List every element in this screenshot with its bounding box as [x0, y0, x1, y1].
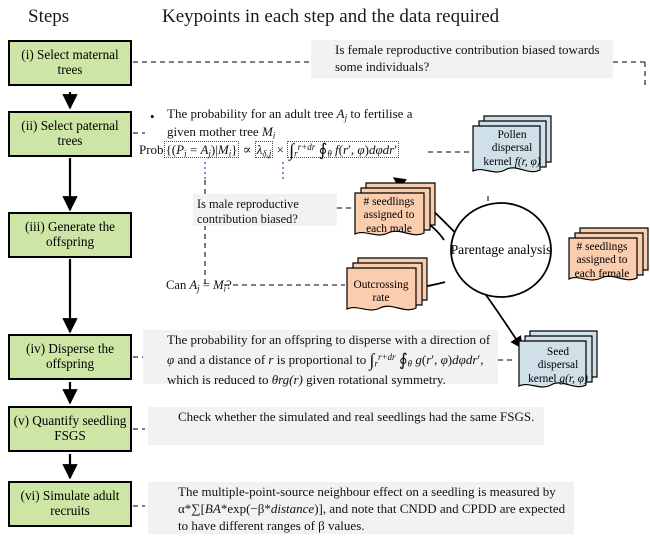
keypoint-ii-line: The probability for an adult tree Aj to …: [167, 106, 413, 141]
step-label-v: (v) Quantify seedling FSGS: [13, 413, 127, 443]
equation-term-droplines: [204, 162, 284, 180]
keypoint-text-i: Is female reproductive contribution bias…: [311, 40, 613, 78]
keypoint-text-vi: The multiple-point-source neighbour effe…: [148, 482, 574, 534]
step-label-i: (i) Select maternal trees: [21, 47, 119, 77]
step-label-vi: (vi) Simulate adult recruits: [20, 488, 120, 518]
annotation-male-bias: Is male reproductive contribution biased…: [193, 194, 337, 226]
can-aj-equal-mi-leaders: [204, 180, 345, 286]
annotation-can-aj-equal-mi: Can Aj = Mi?: [166, 278, 232, 294]
step-box-iii[interactable]: (iii) Generate the offspring: [8, 212, 132, 258]
column-title-keypoints: Keypoints in each step and the data requ…: [162, 6, 500, 27]
step-box-ii[interactable]: (ii) Select paternal trees: [8, 111, 132, 157]
keypoint-text-v: Check whether the simulated and real see…: [148, 407, 544, 445]
bullet-marker-ii: •: [150, 109, 155, 124]
keypoint-text-ii: The probability for an adult tree Aj to …: [143, 104, 433, 140]
process-parentage-analysis[interactable]: Parentage analysis: [448, 200, 554, 300]
column-title-steps: Steps: [28, 6, 70, 27]
step-box-vi[interactable]: (vi) Simulate adult recruits: [8, 481, 132, 527]
step-box-i[interactable]: (i) Select maternal trees: [8, 40, 132, 86]
process-parentage-analysis-label: Parentage analysis: [450, 241, 552, 257]
step-label-iv: (iv) Disperse the offspring: [26, 341, 114, 371]
step-label-iii: (iii) Generate the offspring: [24, 219, 116, 249]
step-label-ii: (ii) Select paternal trees: [21, 118, 119, 148]
keypoint-to-pollen-leaders: [613, 61, 646, 86]
equation-fertilisation: Prob{(Pi = Aj)|Mi} ∝ λδ,j × ∫rr+dr ∮θ f(…: [139, 140, 400, 160]
keypoint-text-iv: The probability for an offspring to disp…: [143, 330, 498, 387]
step-box-v[interactable]: (v) Quantify seedling FSGS: [8, 406, 132, 452]
step-box-iv[interactable]: (iv) Disperse the offspring: [8, 334, 132, 380]
